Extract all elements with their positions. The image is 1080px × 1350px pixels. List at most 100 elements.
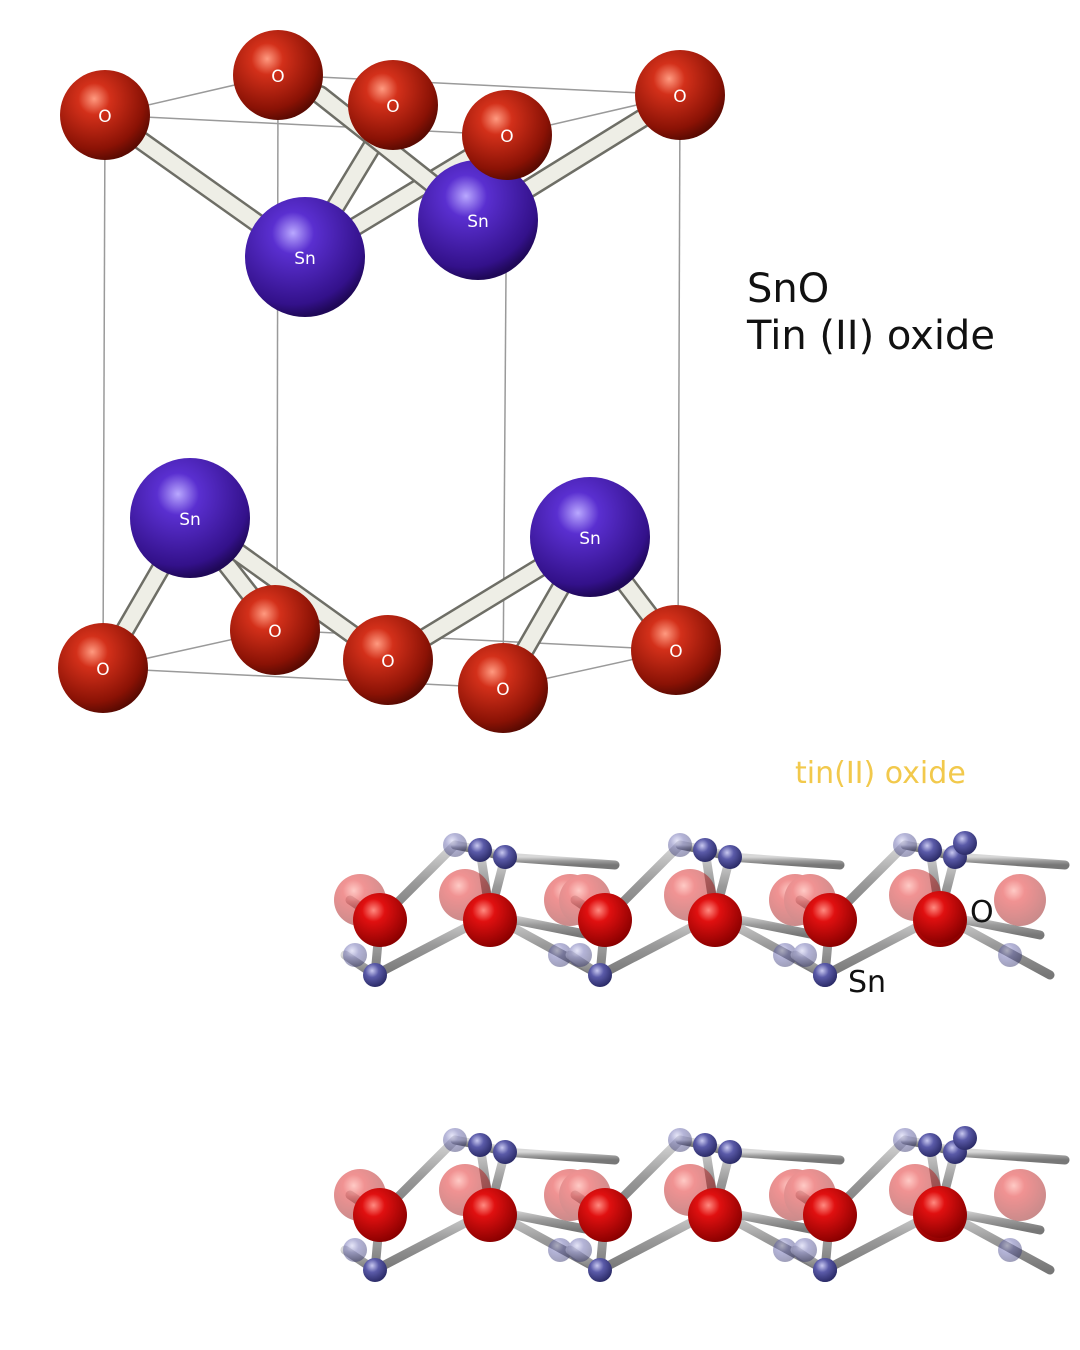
tin-atom-back (998, 1238, 1022, 1262)
oxygen-atom: O (230, 585, 320, 675)
tin-atom (363, 1258, 387, 1282)
atom-sphere (230, 585, 320, 675)
tin-atom-back (773, 943, 797, 967)
tin-atom (918, 838, 942, 862)
tin-atom (588, 963, 612, 987)
atom-label: O (271, 67, 284, 87)
tin-atom (363, 963, 387, 987)
atom-sphere (530, 477, 650, 597)
tin-atom-back (568, 1238, 592, 1262)
tin-atom (493, 845, 517, 869)
atom-sphere (348, 60, 438, 150)
tin-atom (918, 1133, 942, 1157)
unit-cell-edge (677, 94, 681, 651)
tin-atom (953, 831, 977, 855)
oxygen-atom: O (233, 30, 323, 120)
atom-label: O (98, 107, 111, 127)
formula-text: SnO (747, 266, 830, 312)
oxygen-atom (688, 893, 742, 947)
unit-cell-edge (277, 74, 681, 96)
bond-rod (950, 1147, 1070, 1165)
bond-rod (500, 1147, 620, 1165)
oxygen-atom: O (635, 50, 725, 140)
layer-view-caption: tin(II) oxide (795, 756, 966, 791)
unit-cell-edge (102, 114, 106, 669)
bond-rod (500, 852, 620, 870)
unit-cell-edge (102, 667, 504, 689)
tin-atom (718, 845, 742, 869)
tin-atom-back (443, 833, 467, 857)
structure-title: SnO Tin (II) oxide (747, 266, 995, 360)
front-atoms (353, 1126, 977, 1282)
oxygen-atom (353, 893, 407, 947)
oxygen-atom (463, 1188, 517, 1242)
tin-atom-back (893, 833, 917, 857)
atom-sphere (458, 643, 548, 733)
atom-sphere (462, 90, 552, 180)
tin-atom: Sn (418, 160, 538, 280)
oxygen-atom (578, 893, 632, 947)
oxygen-atom (353, 1188, 407, 1242)
tin-atom-back (893, 1128, 917, 1152)
atom-label: Sn (179, 510, 201, 530)
atom-sphere (418, 160, 538, 280)
tin-atom-back (668, 1128, 692, 1152)
atom-label: Sn (579, 529, 601, 549)
tin-atom-back (793, 943, 817, 967)
oxygen-atom (463, 893, 517, 947)
atom-sphere (60, 70, 150, 160)
compound-name-text: Tin (II) oxide (747, 313, 995, 359)
tin-atom-back (568, 943, 592, 967)
oxygen-atom-back (994, 874, 1046, 926)
atom-sphere (631, 605, 721, 695)
oxygen-atom: O (58, 623, 148, 713)
atom-label: O (386, 97, 399, 117)
atom-label: O (673, 87, 686, 107)
bond-rod (725, 852, 845, 870)
tin-atom (813, 963, 837, 987)
atom-label: O (669, 642, 682, 662)
lower-layer-view (334, 1126, 1070, 1282)
oxygen-atom: O (631, 605, 721, 695)
legend-oxygen-label: O (970, 895, 994, 930)
oxygen-atom: O (458, 643, 548, 733)
oxygen-atom (688, 1188, 742, 1242)
legend-tin-label: Sn (848, 965, 887, 1000)
tin-atom-back (548, 1238, 572, 1262)
upper-layer-view (334, 831, 1070, 987)
tin-atom (588, 1258, 612, 1282)
tin-atom: Sn (130, 458, 250, 578)
oxygen-atom (914, 891, 966, 943)
front-atoms (353, 831, 977, 987)
atom-label: O (496, 680, 509, 700)
atom-label: Sn (467, 212, 489, 232)
tin-atom (493, 1140, 517, 1164)
tin-atom-back (998, 943, 1022, 967)
unit-cell-edge (104, 114, 508, 136)
atom-label: O (268, 622, 281, 642)
tin-atom-back (793, 1238, 817, 1262)
atom-sphere (58, 623, 148, 713)
atom-label: O (381, 652, 394, 672)
unit-cell-edge (276, 74, 279, 631)
oxygen-atom (578, 1188, 632, 1242)
tin-atom-back (443, 1128, 467, 1152)
atom-label: O (500, 127, 513, 147)
tin-atom-back (548, 943, 572, 967)
oxygen-atom: O (60, 70, 150, 160)
oxygen-atom: O (462, 90, 552, 180)
atom-label: Sn (294, 249, 316, 269)
atom-sphere (233, 30, 323, 120)
oxygen-atom (803, 893, 857, 947)
tin-atom-back (343, 943, 367, 967)
tin-atom: Sn (245, 197, 365, 317)
bond-rod (950, 852, 1070, 870)
atom-sphere (245, 197, 365, 317)
tin-atom-back (343, 1238, 367, 1262)
tin-atom (693, 1133, 717, 1157)
oxygen-atom (914, 1186, 966, 1238)
atom-sphere (130, 458, 250, 578)
oxygen-atom: O (348, 60, 438, 150)
